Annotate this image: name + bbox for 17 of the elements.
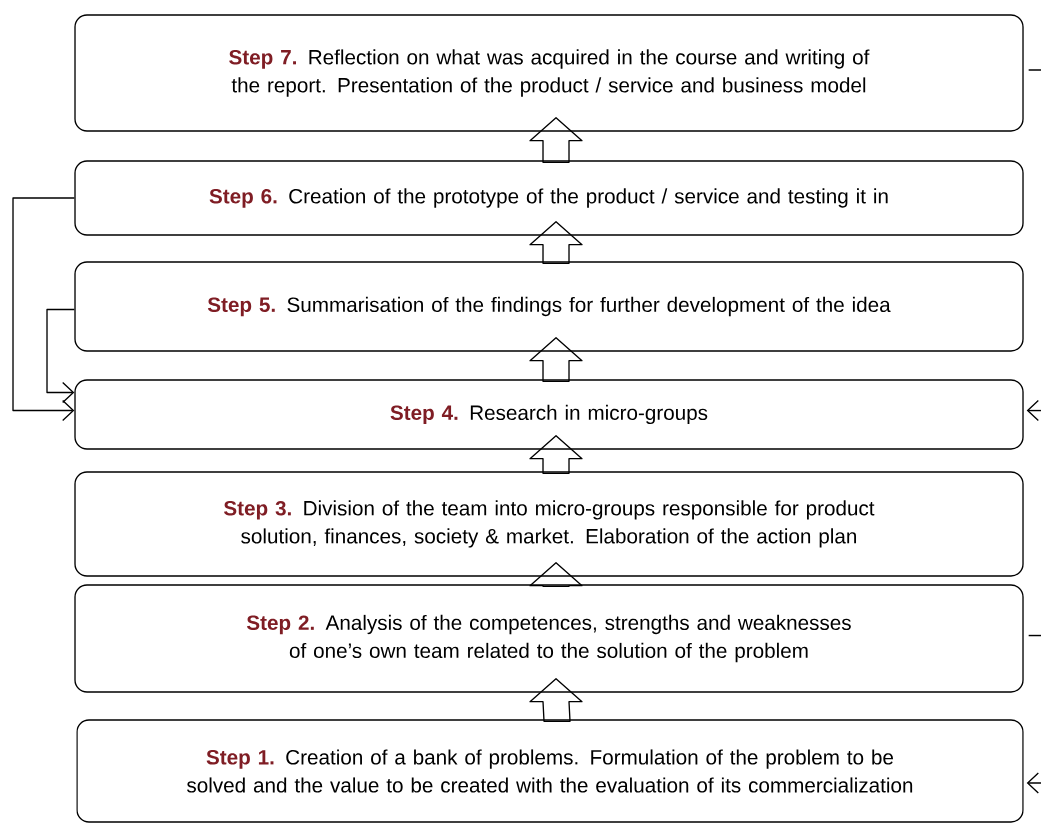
arrow <box>46 308 75 404</box>
step-box: Step 5. Summarisation of the findings for further development of the idea <box>74 261 1024 352</box>
block-arrow <box>529 435 583 474</box>
block-arrow <box>529 562 583 587</box>
step-box: Step 6. Creation of the prototype of the product / service and testing it in <box>74 160 1024 236</box>
arrow <box>12 197 75 422</box>
step-box: Step 4. Research in micro-groups <box>74 379 1024 450</box>
arrow <box>1026 399 1041 422</box>
block-arrow <box>529 678 583 722</box>
block-arrow <box>529 117 583 163</box>
block-arrow <box>529 337 583 382</box>
step-box: Step 2. Analysis of the competences, strengths and weaknesses of one’s own team related to the solution of the problem <box>74 584 1024 693</box>
step-box: Step 3. Division of the team into micro-groups responsible for product solution, finances, society & market. Elaboration of the action plan <box>74 471 1024 577</box>
block-arrow <box>529 221 583 264</box>
step-box: Step 1. Creation of a bank of problems. Formulation of the problem to be solved and the value to be created with the evaluation of its commercialization <box>76 719 1024 823</box>
arrow <box>1026 772 1041 794</box>
step-box: Step 7. Reflection on what was acquired in the course and writing of the report. Presentation of the product / service and business model <box>74 14 1024 132</box>
